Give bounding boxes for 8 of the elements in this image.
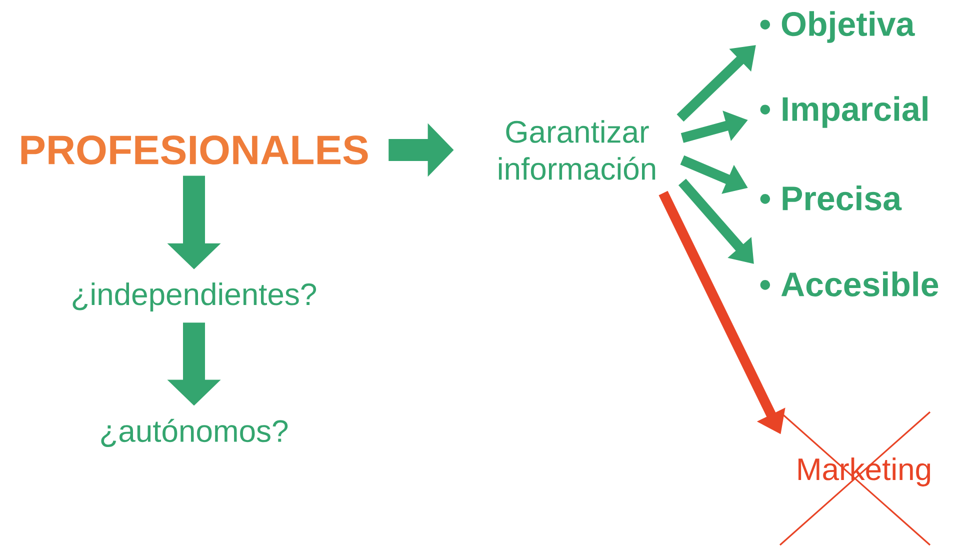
goal-text: Garantizar información (498, 120, 656, 180)
bullet-item: • Objetiva (760, 11, 915, 43)
bullet-item: • Precisa (760, 186, 902, 210)
bullet-item: • Accesible (760, 272, 938, 296)
bullet-item: • Imparcial (760, 96, 928, 128)
heading-text: PROFESIONALES (21, 136, 368, 165)
question-text: ¿independientes? (72, 282, 316, 312)
question-text: ¿autónomos? (101, 418, 288, 448)
